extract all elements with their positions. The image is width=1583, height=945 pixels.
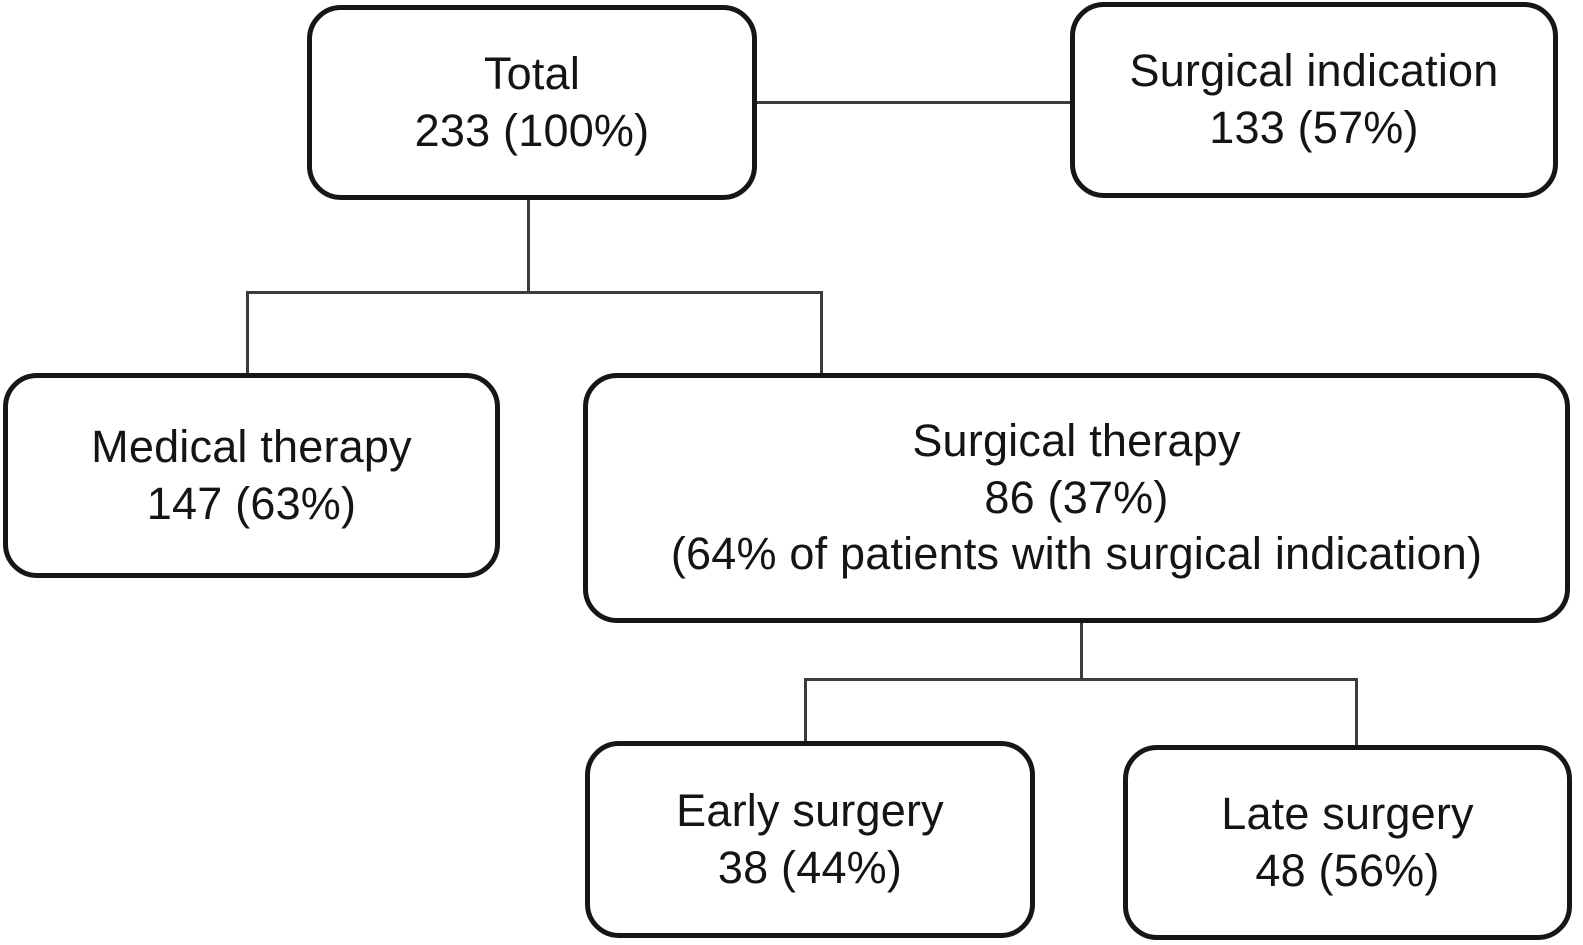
- node-surgical-therapy: Surgical therapy 86 (37%) (64% of patien…: [583, 373, 1570, 623]
- connector-total-stem: [527, 200, 530, 293]
- connector-level3-crossbar: [804, 678, 1358, 681]
- node-surgical-indication: Surgical indication 133 (57%): [1070, 2, 1558, 198]
- node-total-label: Total: [483, 47, 581, 99]
- node-surgical-therapy-note: (64% of patients with surgical indicatio…: [670, 528, 1483, 580]
- node-early-surgery-label: Early surgery: [676, 784, 944, 836]
- connector-level2-crossbar: [246, 291, 823, 294]
- node-surgical-indication-label: Surgical indication: [1129, 45, 1499, 97]
- node-medical-therapy: Medical therapy 147 (63%): [3, 373, 500, 578]
- node-late-surgery-value: 48 (56%): [1255, 844, 1440, 896]
- node-early-surgery-value: 38 (44%): [717, 841, 903, 893]
- node-early-surgery: Early surgery 38 (44%): [585, 741, 1035, 938]
- node-surgical-therapy-value: 86 (37%): [984, 471, 1169, 523]
- node-late-surgery: Late surgery 48 (56%): [1123, 745, 1572, 940]
- connector-to-surgical-therapy: [820, 291, 823, 375]
- node-late-surgery-label: Late surgery: [1221, 787, 1474, 839]
- connector-to-medical-therapy: [246, 291, 249, 375]
- connector-to-late-surgery: [1355, 678, 1358, 747]
- node-medical-therapy-value: 147 (63%): [146, 477, 357, 529]
- node-surgical-indication-value: 133 (57%): [1209, 102, 1419, 153]
- connector-surgical-therapy-stem: [1080, 622, 1083, 680]
- node-surgical-therapy-label: Surgical therapy: [912, 414, 1241, 466]
- node-medical-therapy-label: Medical therapy: [91, 420, 412, 472]
- node-total-value: 233 (100%): [414, 104, 650, 156]
- connector-total-to-surgical-indication: [757, 101, 1070, 104]
- node-total: Total 233 (100%): [307, 5, 757, 200]
- connector-to-early-surgery: [804, 678, 807, 743]
